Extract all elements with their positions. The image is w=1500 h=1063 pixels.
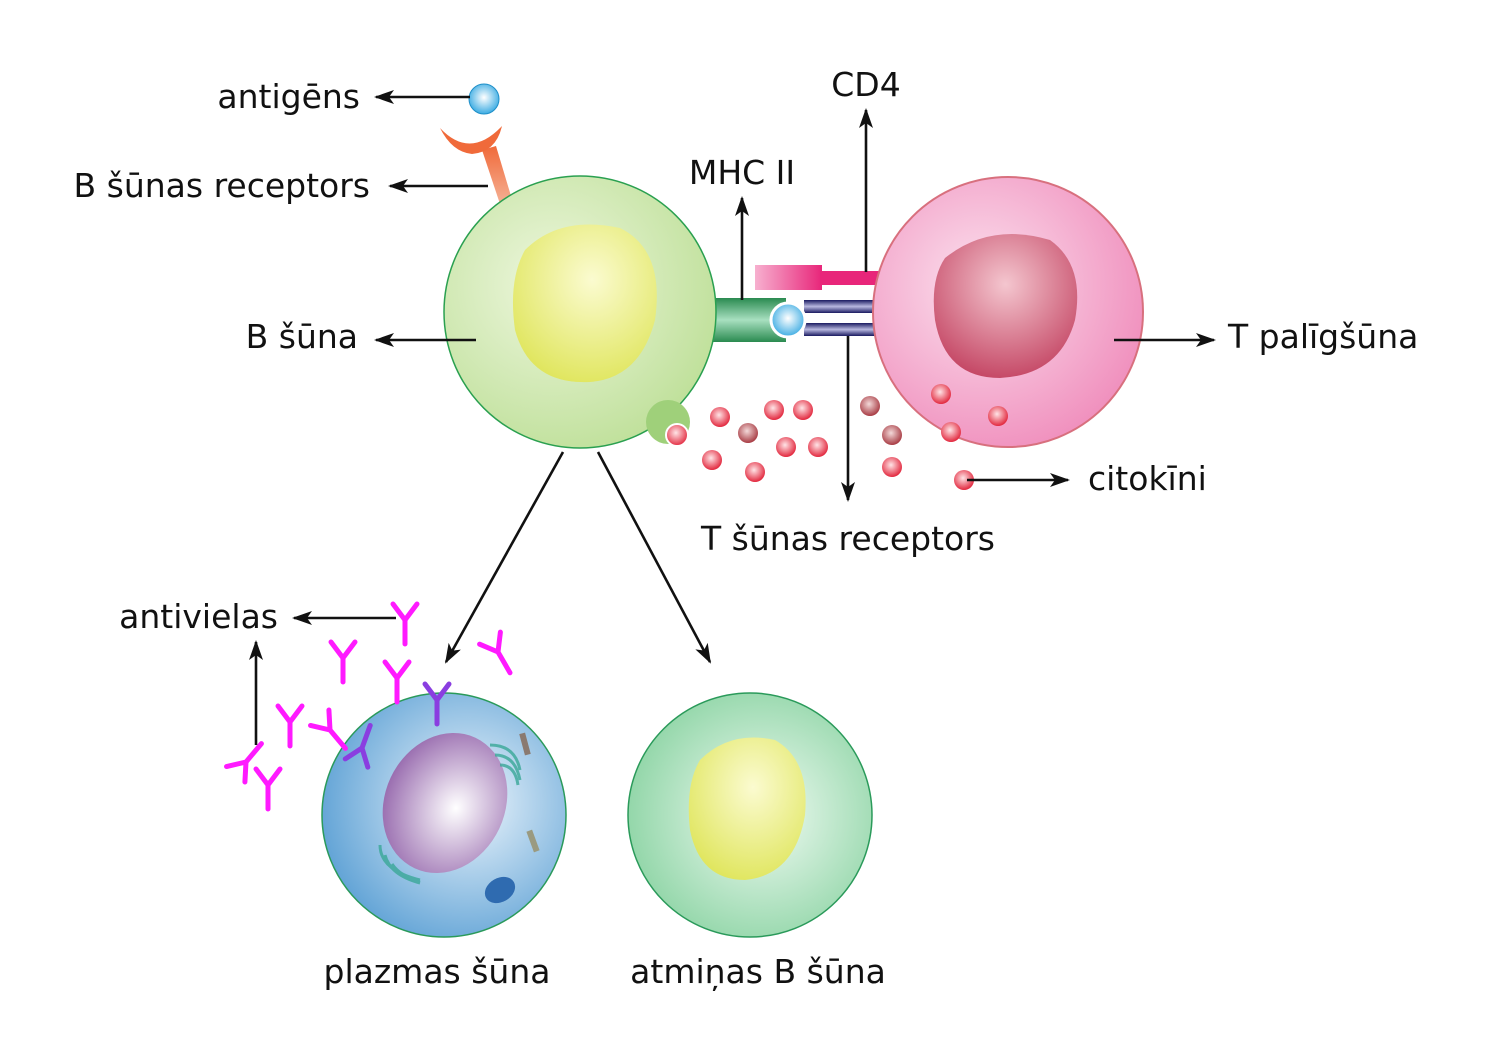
cytokine <box>860 396 880 416</box>
antibodies <box>224 601 513 812</box>
antibody <box>275 703 305 749</box>
antibody <box>328 639 358 685</box>
cytokine <box>776 437 796 457</box>
cytokine <box>710 407 730 427</box>
label-memory-b-cell: atmiņas B šūna <box>630 952 886 991</box>
cytokine <box>808 437 828 457</box>
cytokine <box>954 470 974 490</box>
b-cell-nucleus <box>512 224 657 383</box>
antigen <box>468 83 500 115</box>
cytokine <box>738 423 758 443</box>
to-memory-cell-arrow <box>596 451 712 664</box>
cytokines <box>665 384 1008 490</box>
antibody <box>422 681 452 727</box>
antibody <box>308 707 348 751</box>
to-plasma-cell-arrow <box>444 451 565 664</box>
memory-b-cell <box>627 692 873 938</box>
cytokine <box>793 400 813 420</box>
cytokine <box>665 423 689 447</box>
label-cytokines: citokīni <box>1088 459 1207 498</box>
antibody <box>253 766 283 812</box>
cytokine <box>764 400 784 420</box>
label-b-cell: B šūna <box>246 317 358 356</box>
antibody <box>477 629 513 676</box>
antibody <box>390 601 420 647</box>
cytokine <box>882 425 902 445</box>
t-cell-nucleus <box>933 234 1078 378</box>
plasma-cell <box>321 692 567 938</box>
antigen-presented <box>769 301 807 339</box>
label-t-cell-receptor: T šūnas receptors <box>700 519 995 558</box>
t-helper-cell <box>872 176 1144 448</box>
cytokine <box>941 422 961 442</box>
label-plasma-cell: plazmas šūna <box>324 952 551 991</box>
cytokine <box>988 406 1008 426</box>
label-antibodies: antivielas <box>119 597 278 636</box>
label-t-helper-cell: T palīgšūna <box>1227 317 1418 356</box>
antibody <box>382 659 412 705</box>
cytokine <box>702 450 722 470</box>
cytokine <box>931 384 951 404</box>
cd4-molecule <box>755 265 880 290</box>
label-cd4: CD4 <box>831 65 900 104</box>
cytokine <box>745 462 765 482</box>
plasma-cell-nucleus <box>382 732 508 874</box>
memory-b-cell-nucleus <box>688 737 806 880</box>
t-cell-receptor <box>804 300 880 336</box>
antibody <box>342 722 373 770</box>
label-b-cell-receptor: B šūnas receptors <box>74 166 370 205</box>
b-cell <box>443 175 717 449</box>
label-mhc2: MHC II <box>689 153 795 192</box>
label-antigen: antigēns <box>217 77 360 116</box>
b-cell-receptor <box>440 126 514 210</box>
antibody <box>224 741 264 785</box>
cytokine <box>882 457 902 477</box>
